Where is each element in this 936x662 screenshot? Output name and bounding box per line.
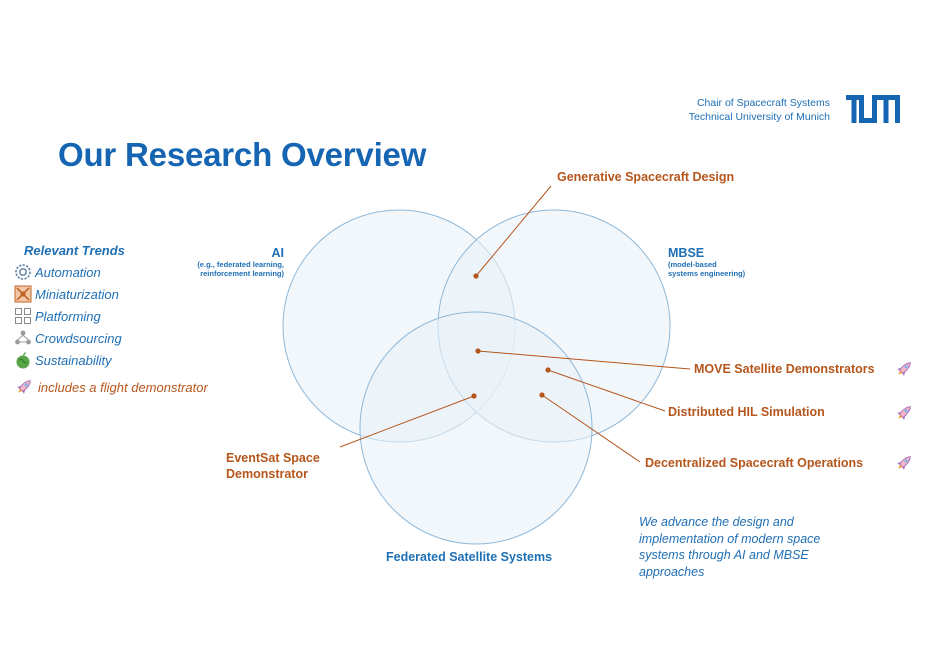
ai-sub-label-1: (e.g., federated learning, [197,260,284,269]
modules-icon [14,307,32,325]
mbse-set-label: MBSE (model-based systems engineering) [668,246,745,278]
institution-name: Chair of Spacecraft Systems Technical Un… [689,96,830,124]
trend-automation: Automation [14,262,101,282]
hil-leader-line [547,369,666,412]
tum-logo [846,95,900,123]
trend-sustainability: Sustainability [14,350,112,370]
gear-network-icon [14,263,32,281]
ai-set-label: AI (e.g., federated learning, reinforcem… [170,246,284,278]
ai-circle [282,209,516,443]
mission-statement: We advance the design and implementation… [639,515,821,579]
rocket-icon [896,406,911,421]
topic-decentralized-operations: Decentralized Spacecraft Operations [645,456,864,470]
tum-logo-icon [846,95,900,123]
shrink-arrows-icon [14,285,32,303]
generative-leader-line [475,185,552,277]
earth-plant-icon [14,351,32,369]
trend-label: Crowdsourcing [35,330,122,346]
eventsat-leader-line [339,395,475,448]
move-leader-line [477,350,691,370]
trend-platforming: Platforming [14,306,101,326]
flight-demonstrator-note: includes a flight demonstrator [14,377,208,397]
flight-note-label: includes a flight demonstrator [38,379,208,395]
trends-heading: Relevant Trends [24,243,125,258]
eventsat-line-2: Demonstrator [226,467,308,481]
decentral-marker [539,392,545,398]
move-marker [475,348,481,354]
trend-label: Platforming [35,308,101,324]
rocket-icon [896,362,911,377]
rocket-icon [896,456,911,471]
ai-sub-label-2: reinforcement learning) [200,269,284,278]
trend-label: Miniaturization [35,286,119,302]
topic-eventsat: EventSat Space Demonstrator [226,450,320,482]
trend-label: Sustainability [35,352,112,368]
chair-name: Chair of Spacecraft Systems [696,97,830,109]
topic-generative-design: Generative Spacecraft Design [557,170,735,184]
fss-label: Federated Satellite Systems [386,550,553,564]
generative-marker [473,273,479,279]
page-title: Our Research Overview [58,136,427,173]
university-name: Technical University of Munich [688,111,830,123]
eventsat-marker [471,393,477,399]
mbse-circle [437,209,671,443]
rocket-icon [14,377,34,397]
people-network-icon [14,329,32,347]
mbse-sub-label-2: systems engineering) [668,269,746,278]
hil-marker [545,367,551,373]
ai-label: AI [271,246,285,260]
trend-miniaturization: Miniaturization [14,284,119,304]
fss-circle [359,311,593,545]
mbse-sub-label-1: (model-based [668,260,717,269]
topic-move-demonstrators: MOVE Satellite Demonstrators [694,362,875,376]
decentral-leader-line [541,394,641,463]
trend-crowdsourcing: Crowdsourcing [14,328,122,348]
mbse-label: MBSE [668,246,705,260]
trend-label: Automation [35,264,101,280]
eventsat-line-1: EventSat Space [226,451,320,465]
topic-hil-simulation: Distributed HIL Simulation [668,405,825,419]
